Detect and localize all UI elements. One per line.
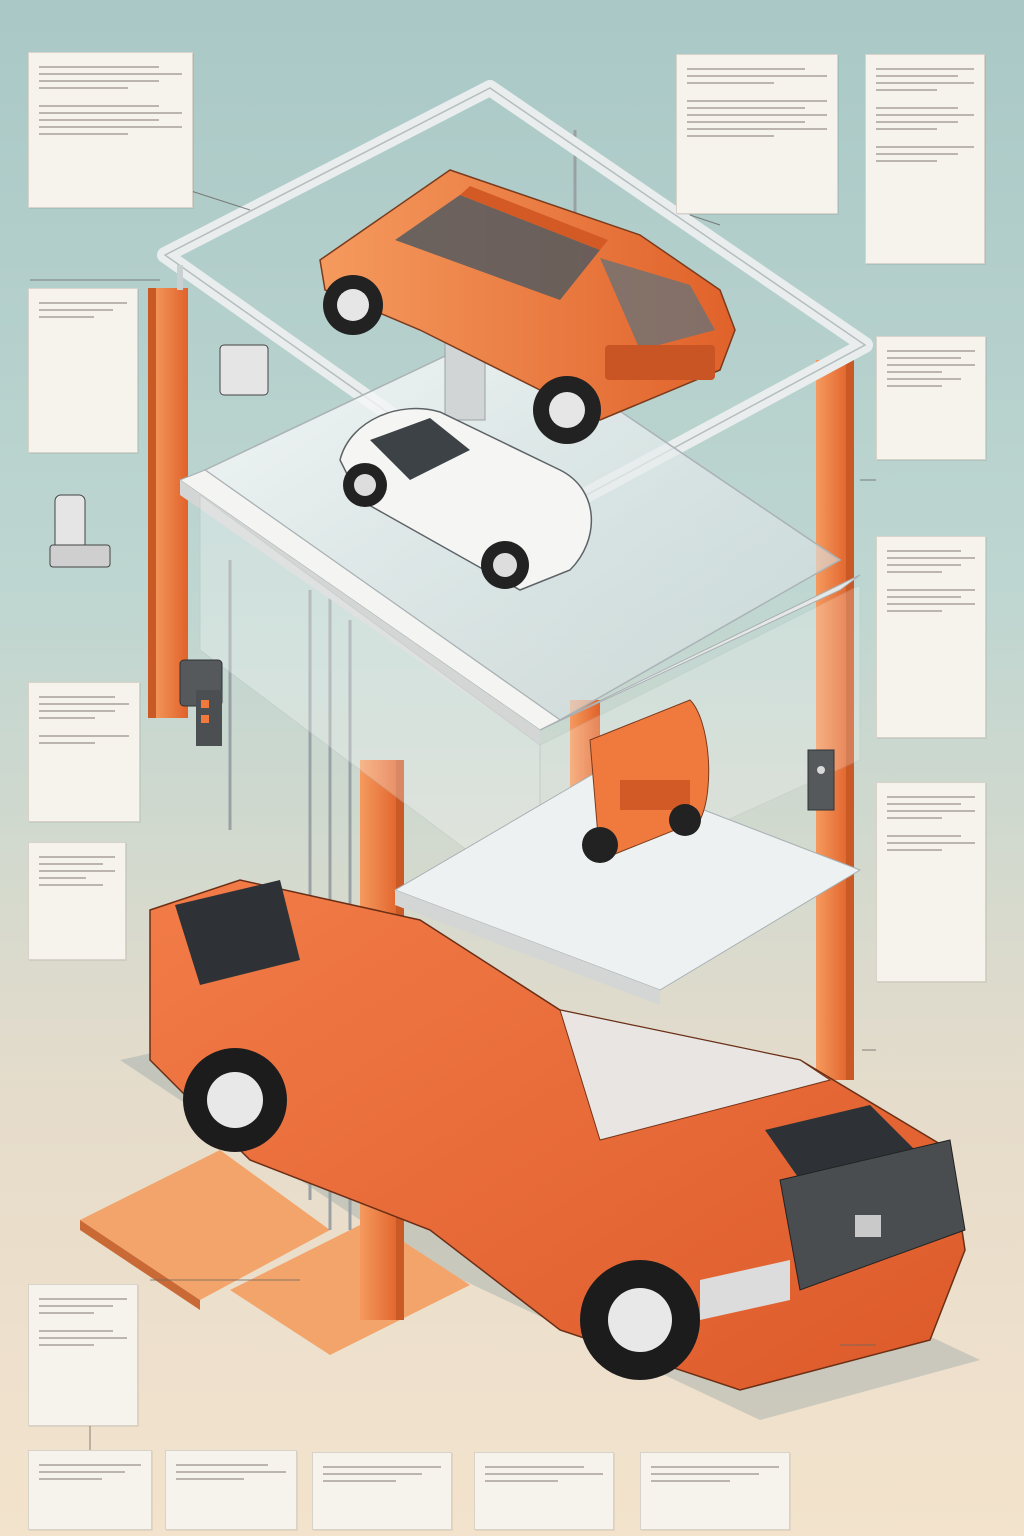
callout-bottom-1 (28, 1284, 138, 1426)
callout-top-right (865, 54, 985, 264)
callout-bottom-5 (474, 1452, 614, 1530)
level-2-orange-car (582, 699, 710, 863)
mechanism-sketch-3 (219, 344, 269, 396)
callout-left-3 (28, 842, 126, 960)
right-pillar (816, 360, 854, 1080)
control-box-left (179, 659, 223, 746)
callout-right-1 (876, 336, 986, 460)
pickup-truck (149, 879, 966, 1391)
mechanism-sketch-2 (49, 494, 111, 568)
ground-ramps (80, 1150, 470, 1355)
callout-bottom-6 (640, 1452, 790, 1530)
callout-right-2 (876, 536, 986, 738)
left-pillar (148, 288, 188, 718)
callout-right-3 (876, 782, 986, 982)
control-box-right (807, 749, 835, 811)
callout-bottom-4 (312, 1452, 452, 1530)
callout-top-center (676, 54, 838, 214)
callout-bottom-2 (28, 1450, 152, 1530)
callout-bottom-3 (165, 1450, 297, 1530)
callout-left-1 (28, 288, 138, 453)
callout-left-2 (28, 682, 140, 822)
white-car (339, 407, 592, 591)
callout-top-left (28, 52, 193, 208)
top-suv (319, 169, 736, 444)
